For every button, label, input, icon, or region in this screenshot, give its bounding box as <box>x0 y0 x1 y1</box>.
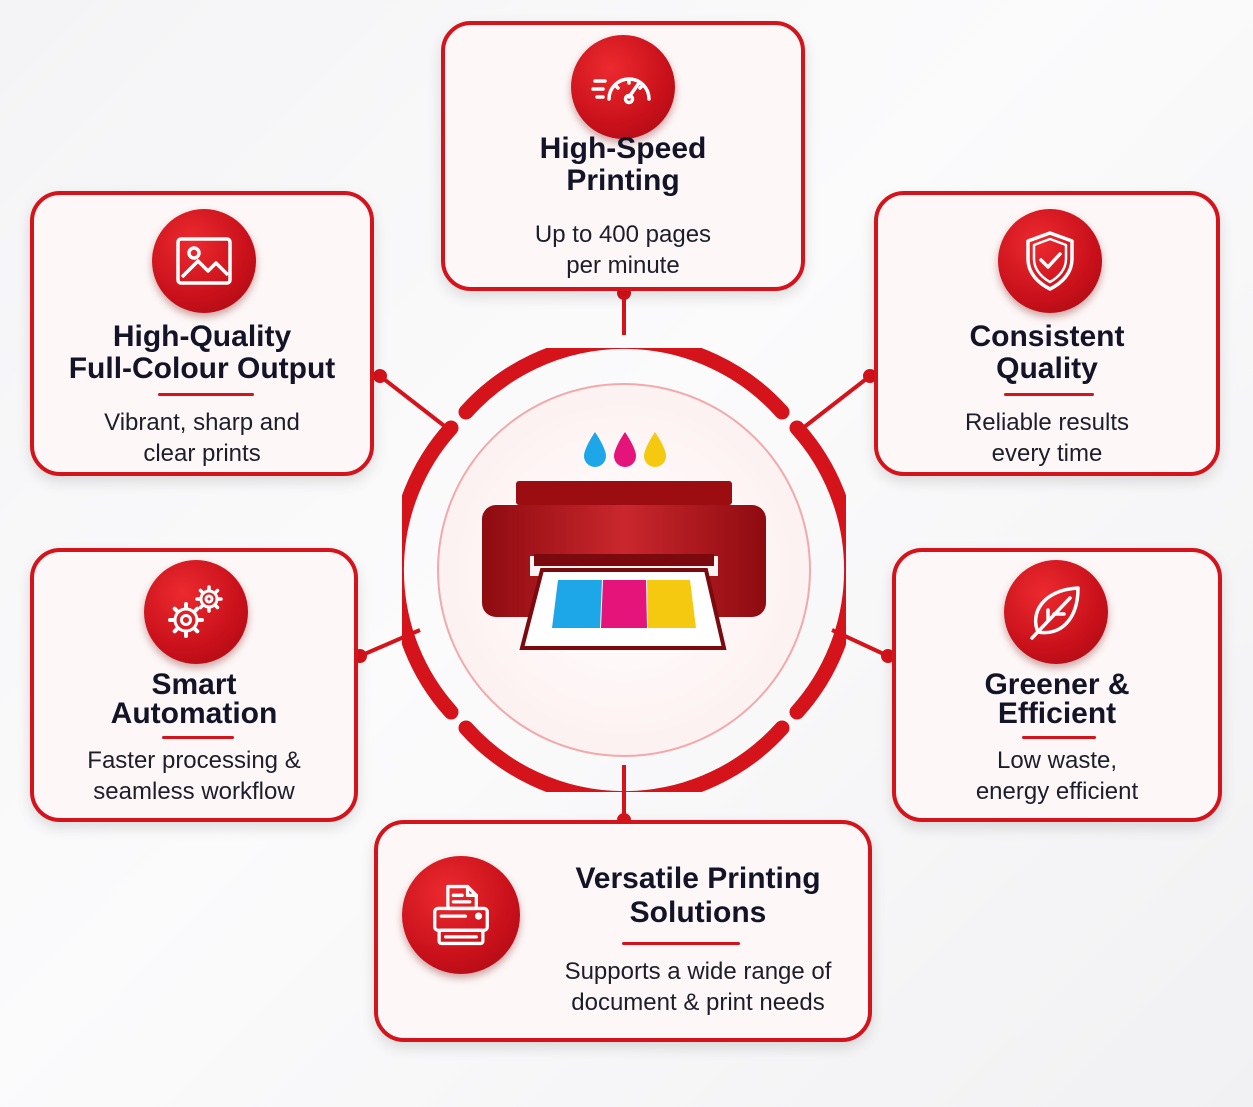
consistent-badge <box>998 209 1102 313</box>
automation-badge <box>144 560 248 664</box>
card-high-speed-printing[interactable]: High-Speed Printing Up to 400 pages per … <box>441 21 805 291</box>
card-description: Reliable results every time <box>964 409 1130 467</box>
image-icon <box>176 237 232 285</box>
card-high-quality-output[interactable]: High-Quality Full-Colour Output Vibrant,… <box>30 191 374 476</box>
card-description: Faster processing & seamless workflow <box>87 747 301 805</box>
shield-check-icon <box>1026 231 1074 291</box>
speedometer-icon <box>591 77 651 105</box>
quality-badge <box>152 209 256 313</box>
title-underline <box>622 942 740 945</box>
card-description: Low waste, energy efficient <box>975 747 1139 805</box>
card-smart-automation[interactable]: Smart Automation Faster processing & sea… <box>30 548 358 822</box>
gears-icon <box>168 585 223 638</box>
card-title: Greener & Efficient <box>984 668 1130 730</box>
hub-outer-ring <box>402 348 846 792</box>
versatile-badge <box>402 856 520 974</box>
connector-upper-left <box>378 374 449 430</box>
card-consistent-quality[interactable]: Consistent Quality Reliable results ever… <box>874 191 1220 476</box>
card-description: Vibrant, sharp and clear prints <box>104 409 300 467</box>
card-description: Up to 400 pages per minute <box>534 221 712 279</box>
printer-icon <box>482 432 766 650</box>
leaf-icon <box>1030 586 1080 640</box>
title-underline <box>158 393 254 396</box>
card-title: Consistent Quality <box>969 320 1125 385</box>
title-underline <box>1022 736 1096 739</box>
card-versatile-printing[interactable]: Versatile Printing Solutions Supports a … <box>374 820 872 1042</box>
central-hub <box>402 348 846 792</box>
speed-badge <box>571 35 675 139</box>
card-title: Versatile Printing Solutions <box>575 862 821 929</box>
card-description: Supports a wide range of document & prin… <box>564 958 832 1016</box>
ink-drop-magenta <box>614 432 636 467</box>
card-title: High-Quality Full-Colour Output <box>68 320 336 385</box>
connector-upper-right <box>801 374 872 430</box>
ink-drop-yellow <box>644 432 666 467</box>
ink-drop-cyan <box>584 432 606 467</box>
title-underline <box>162 736 234 739</box>
card-title: High-Speed Printing <box>539 132 707 197</box>
title-underline <box>1004 393 1094 396</box>
office-printer-icon <box>433 884 489 946</box>
greener-badge <box>1004 560 1108 664</box>
card-greener-efficient[interactable]: Greener & Efficient Low waste, energy ef… <box>892 548 1222 822</box>
card-title: Smart Automation <box>110 668 278 730</box>
